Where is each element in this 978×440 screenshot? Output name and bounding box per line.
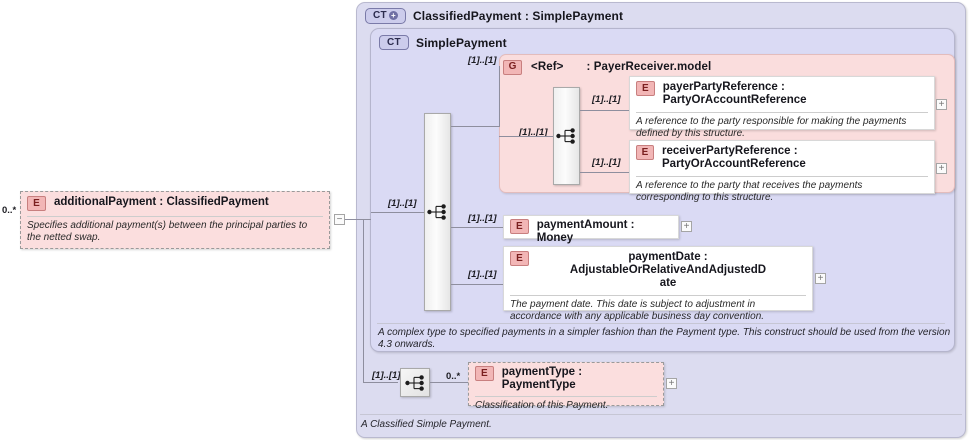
connector-into-group-sequence bbox=[499, 136, 553, 137]
paymentdate-name: paymentDate : AdjustableOrRelativeAndAdj… bbox=[537, 251, 799, 290]
connector-sequence-to-paymentdate bbox=[451, 284, 503, 285]
inner-annotation-divider bbox=[377, 323, 945, 324]
complextype-outer-documentation: A Classified Simple Payment. bbox=[361, 419, 492, 430]
paymentdate-documentation: The payment date. This date is subject t… bbox=[510, 299, 765, 322]
element-paymentamount[interactable]: E paymentAmount : Money bbox=[503, 215, 679, 244]
connector-sequence-to-group bbox=[451, 126, 499, 127]
plus-circle-icon: + bbox=[388, 11, 398, 20]
sequence-icon bbox=[404, 374, 424, 391]
group-icon-label: G bbox=[508, 61, 517, 72]
root-element-collapse-button[interactable]: − bbox=[334, 214, 345, 225]
paymenttype-expand-button[interactable]: + bbox=[666, 378, 677, 389]
paymentdate-header: E paymentDate : AdjustableOrRelativeAndA… bbox=[504, 247, 812, 294]
element-icon: E bbox=[475, 366, 494, 381]
element-icon-label: E bbox=[641, 146, 649, 158]
complextype-plus-icon[interactable]: CT+ bbox=[365, 7, 406, 24]
complextype-inner-documentation: A complex type to specified payments in … bbox=[378, 327, 951, 350]
root-element-header: E additionalPayment : ClassifiedPayment bbox=[21, 192, 329, 215]
mult-group-ref: [1]..[1] bbox=[519, 127, 548, 138]
mult-group-ref-top: [1]..[1] bbox=[468, 55, 497, 66]
connector-bottom-sequence-to-paymenttype bbox=[430, 382, 468, 383]
receiver-expand-button[interactable]: + bbox=[936, 163, 947, 174]
sequence-icon bbox=[427, 204, 446, 220]
mult-payment-amount: [1]..[1] bbox=[468, 213, 497, 224]
paymentdate-expand-button[interactable]: + bbox=[815, 273, 826, 284]
mult-payer: [1]..[1] bbox=[592, 94, 621, 105]
paymentamount-expand-button[interactable]: + bbox=[681, 221, 692, 232]
group-ref-name: : PayerReceiver.model bbox=[586, 61, 712, 73]
paymenttype-documentation: Classification of this Payment. bbox=[475, 400, 609, 411]
element-icon-label: E bbox=[33, 197, 40, 209]
sequence-icon bbox=[556, 128, 575, 144]
element-icon: E bbox=[510, 219, 529, 234]
complextype-inner-icon-label: CT bbox=[387, 36, 401, 48]
element-payerpartyreference[interactable]: E payerPartyReference : PartyOrAccountRe… bbox=[629, 76, 935, 139]
receiver-header: E receiverPartyReference : PartyOrAccoun… bbox=[630, 141, 934, 175]
paymenttype-header: E paymentType : PaymentType bbox=[469, 363, 663, 395]
element-icon: E bbox=[27, 196, 46, 211]
root-element-documentation: Specifies additional payment(s) between … bbox=[27, 220, 308, 243]
root-element-name: additionalPayment : ClassifiedPayment bbox=[54, 196, 269, 208]
paymentamount-header: E paymentAmount : Money bbox=[504, 216, 678, 248]
bottom-sequence-compositor[interactable] bbox=[400, 368, 430, 397]
group-ref-label: <Ref> bbox=[531, 61, 564, 73]
element-icon: E bbox=[636, 145, 654, 160]
paymentamount-name: paymentAmount : Money bbox=[536, 219, 635, 244]
paymentdate-name-line2: ate bbox=[659, 277, 677, 289]
mult-receiver: [1]..[1] bbox=[592, 157, 621, 168]
connector-sequence-to-paymentamount bbox=[451, 227, 503, 228]
connector-group-to-payer bbox=[580, 110, 630, 111]
group-ref-header: G <Ref> : PayerReceiver.model bbox=[503, 57, 943, 77]
root-element-divider bbox=[27, 216, 323, 217]
element-paymentdate[interactable]: E paymentDate : AdjustableOrRelativeAndA… bbox=[503, 246, 813, 322]
paymenttype-divider bbox=[475, 396, 657, 397]
receiver-divider bbox=[636, 176, 928, 177]
complextype-inner-header: CT SimplePayment bbox=[372, 31, 942, 51]
element-paymenttype[interactable]: E paymentType : PaymentType Classificati… bbox=[468, 362, 664, 411]
paymenttype-occurrence-label: 0..* bbox=[446, 371, 461, 382]
connector-to-bottom-sequence bbox=[363, 382, 398, 383]
element-icon-label: E bbox=[516, 252, 523, 264]
paymenttype-name: paymentType : PaymentType bbox=[501, 366, 583, 391]
complextype-outer-title: ClassifiedPayment : SimplePayment bbox=[413, 8, 624, 23]
receiver-documentation: A reference to the party that receives t… bbox=[636, 180, 863, 203]
connector-group-to-receiver bbox=[580, 172, 630, 173]
connector-outer-rail-vertical bbox=[363, 219, 364, 382]
connector-root-to-complextype bbox=[345, 219, 371, 220]
connector-group-vertical bbox=[499, 66, 500, 127]
paymentdate-divider bbox=[510, 295, 806, 296]
element-receiverpartyreference[interactable]: E receiverPartyReference : PartyOrAccoun… bbox=[629, 140, 935, 203]
element-icon: E bbox=[636, 81, 655, 96]
paymentdate-name-line1: paymentDate : AdjustableOrRelativeAndAdj… bbox=[569, 251, 767, 276]
complextype-outer-header: CT+ ClassifiedPayment : SimplePayment bbox=[358, 4, 958, 24]
root-element-additionalpayment[interactable]: E additionalPayment : ClassifiedPayment … bbox=[20, 191, 330, 249]
outer-annotation-divider bbox=[360, 414, 962, 415]
connector-into-main-sequence bbox=[371, 212, 424, 213]
complextype-icon-label: CT bbox=[373, 9, 387, 21]
complextype-inner-title: SimplePayment bbox=[416, 35, 507, 50]
group-icon[interactable]: G bbox=[503, 59, 522, 75]
payer-documentation: A reference to the party responsible for… bbox=[636, 116, 907, 139]
element-icon-label: E bbox=[642, 82, 649, 94]
group-sequence-compositor[interactable] bbox=[553, 87, 580, 185]
mult-payment-date: [1]..[1] bbox=[468, 269, 497, 280]
complextype-icon[interactable]: CT bbox=[379, 35, 409, 50]
element-icon: E bbox=[510, 251, 529, 266]
root-occurrence-label: 0..* bbox=[2, 205, 17, 216]
mult-payment-type-left: [1]..[1] bbox=[372, 370, 401, 381]
payer-expand-button[interactable]: + bbox=[936, 99, 947, 110]
main-sequence-compositor[interactable] bbox=[424, 113, 451, 311]
payer-name: payerPartyReference : PartyOrAccountRefe… bbox=[662, 81, 807, 106]
element-icon-label: E bbox=[481, 367, 488, 379]
payer-header: E payerPartyReference : PartyOrAccountRe… bbox=[630, 77, 934, 111]
mult-root-to-sequence: [1]..[1] bbox=[388, 198, 417, 209]
receiver-name: receiverPartyReference : PartyOrAccountR… bbox=[662, 145, 806, 170]
element-icon-label: E bbox=[516, 220, 523, 232]
payer-divider bbox=[636, 112, 928, 113]
